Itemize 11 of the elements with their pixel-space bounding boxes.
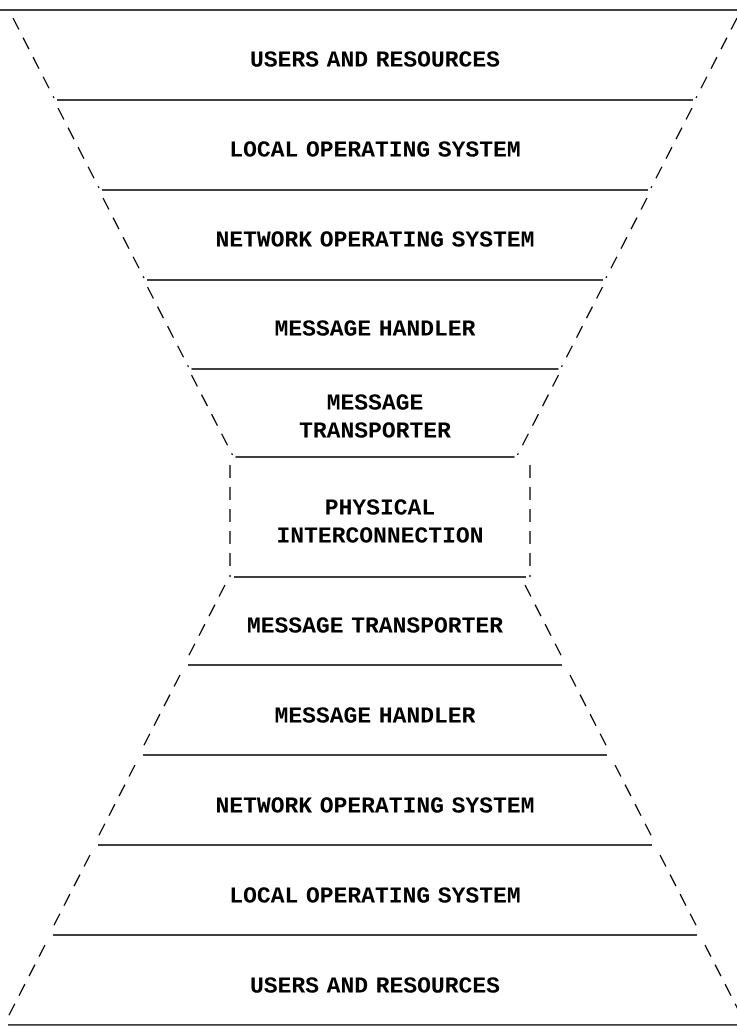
layer-band: MESSAGE TRANSPORTER <box>184 584 566 666</box>
layer-band: LOCAL OPERATING SYSTEM <box>57 107 693 191</box>
layer-box: PHYSICAL INTERCONNECTION <box>229 464 531 578</box>
layer-band: MESSAGE HANDLER <box>146 286 604 370</box>
layer-band: MESSAGE HANDLER <box>139 674 611 756</box>
layer-band: MESSAGE TRANSPORTER <box>190 374 560 458</box>
layer-band: NETWORK OPERATING SYSTEM <box>102 197 648 281</box>
layer-band: LOCAL OPERATING SYSTEM <box>49 854 701 936</box>
layer-band: USERS AND RESOURCES <box>0 9 737 101</box>
layer-band: USERS AND RESOURCES <box>4 944 737 1026</box>
layer-band: NETWORK OPERATING SYSTEM <box>94 764 656 846</box>
